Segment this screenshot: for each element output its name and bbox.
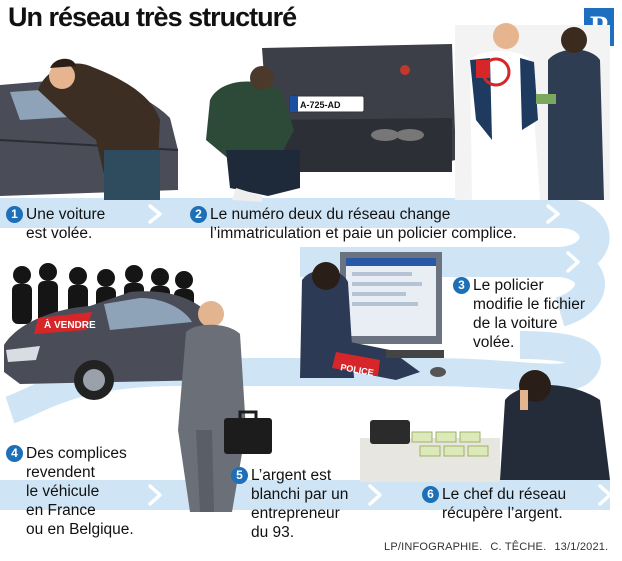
car-for-sale-scene: À VENDRE <box>4 263 220 400</box>
step-text-line: revendent <box>26 464 95 481</box>
step-text-line: Le numéro deux du réseau change <box>210 206 451 223</box>
step-text-line: Des complices <box>26 445 127 462</box>
police-computer-scene: POLICE <box>300 252 446 380</box>
credit-line: LP/INFOGRAPHIE. C. TÊCHE. 13/1/2021. <box>384 541 616 553</box>
step-number-badge: 3 <box>453 277 470 294</box>
step-text-line: du 93. <box>251 524 295 541</box>
step-text-line: de la voiture <box>473 315 558 332</box>
businessman-scene <box>178 301 272 512</box>
step-text-line: entrepreneur <box>251 505 340 522</box>
step-text-line: volée. <box>473 334 515 351</box>
step-text-line: Le policier <box>473 277 544 294</box>
credit-author: C. TÊCHE. <box>490 541 547 553</box>
car-theft-scene <box>0 58 179 200</box>
step-text-line: Une voiture <box>26 206 106 223</box>
step-text-line: l’immatriculation et paie un policier co… <box>210 225 517 242</box>
step-text-line: le véhicule <box>26 483 100 500</box>
credit-source: LP/INFOGRAPHIE. <box>384 541 483 553</box>
step-text-line: blanchi par un <box>251 486 349 503</box>
step-text-line: est volée. <box>26 225 93 242</box>
step-number-badge: 1 <box>6 206 23 223</box>
for-sale-sign: À VENDRE <box>44 318 96 331</box>
step-number-badge: 5 <box>231 467 248 484</box>
step-text-line: en France <box>26 502 96 519</box>
page-title: Un réseau très structuré <box>8 2 297 32</box>
step-text-line: modifie le fichier <box>473 296 585 313</box>
step-number-badge: 6 <box>422 486 439 503</box>
step-text-line: récupère l’argent. <box>442 505 563 522</box>
license-plate: A-725-AD <box>300 100 341 110</box>
step-text-line: Le chef du réseau <box>442 486 567 503</box>
step-number-badge: 2 <box>190 206 207 223</box>
briefcase <box>224 418 272 454</box>
step-text-line: L’argent est <box>251 467 332 484</box>
step-number-badge: 4 <box>6 445 23 462</box>
bribe-scene <box>455 23 610 200</box>
flow-band <box>0 198 612 510</box>
boss-money-scene <box>360 370 610 482</box>
credit-date: 13/1/2021. <box>554 541 609 553</box>
step-text-line: ou en Belgique. <box>26 521 134 538</box>
plate-change-scene: A-725-AD <box>206 44 456 202</box>
